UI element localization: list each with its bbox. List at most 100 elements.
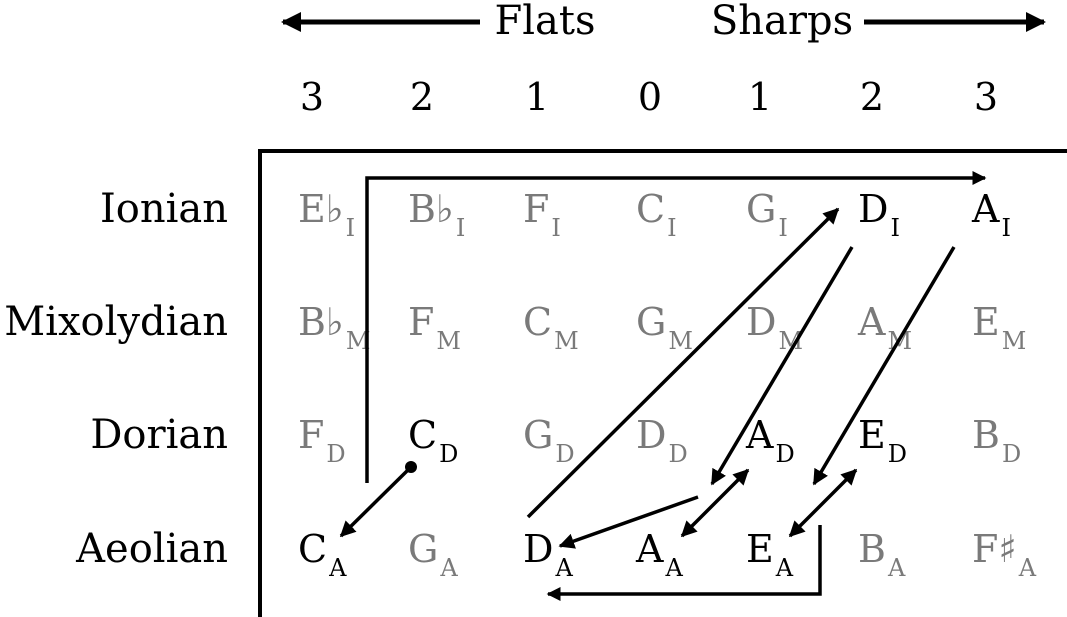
note-letter: A xyxy=(635,527,664,571)
note-letter: C xyxy=(636,187,665,231)
note-mode-subscript: I xyxy=(551,214,560,242)
note-mixolydian-0: B♭M xyxy=(298,300,370,355)
note-aeolian-4: EA xyxy=(746,527,794,582)
note-ionian-3: CI xyxy=(636,187,677,242)
column-count-2: 1 xyxy=(525,75,549,119)
note-ionian-4: GI xyxy=(746,187,788,242)
note-mode-subscript: A xyxy=(554,554,573,582)
note-letter: G xyxy=(408,527,438,571)
note-mode-subscript: I xyxy=(456,214,465,242)
note-letter: D xyxy=(858,187,888,231)
note-mixolydian-2: CM xyxy=(523,300,579,355)
connector-cd-to-ai xyxy=(365,171,987,483)
note-mode-subscript: A xyxy=(664,554,683,582)
note-letter: A xyxy=(857,300,886,344)
note-mode-subscript: D xyxy=(888,440,907,468)
note-mode-subscript: I xyxy=(890,214,899,242)
note-mode-subscript: M xyxy=(436,327,461,355)
note-dorian-3: DD xyxy=(636,413,688,468)
note-dorian-4: AD xyxy=(745,413,795,468)
note-mode-subscript: M xyxy=(554,327,579,355)
note-mode-subscript: I xyxy=(346,214,355,242)
note-mixolydian-1: FM xyxy=(408,300,461,355)
note-mode-subscript: D xyxy=(1002,440,1021,468)
column-counts: 3 2 1 0 1 2 3 xyxy=(300,75,998,119)
note-letter: F xyxy=(408,300,434,344)
note-mode-subscript: I xyxy=(667,214,676,242)
column-count-5: 2 xyxy=(860,75,884,119)
note-mixolydian-3: GM xyxy=(636,300,693,355)
note-ionian-1: B♭I xyxy=(408,187,465,242)
note-mode-subscript: D xyxy=(775,440,794,468)
note-ionian-2: FI xyxy=(523,187,561,242)
note-mode-subscript: A xyxy=(439,554,458,582)
mode-label-aeolian: Aeolian xyxy=(75,526,228,572)
note-letter: C xyxy=(523,300,552,344)
column-count-1: 2 xyxy=(410,75,434,119)
note-letter: F xyxy=(298,413,324,457)
note-mixolydian-5: AM xyxy=(857,300,912,355)
arrow-di-ad xyxy=(710,246,854,486)
note-ionian-0: E♭I xyxy=(298,187,355,242)
note-aeolian-0: CA xyxy=(298,527,347,582)
note-letter: C xyxy=(298,527,327,571)
connector-ea-to-da xyxy=(546,525,822,601)
note-mode-subscript: M xyxy=(668,327,693,355)
note-letter: B xyxy=(858,527,886,571)
note-mode-subscript: M xyxy=(1002,327,1027,355)
note-mixolydian-6: EM xyxy=(972,300,1026,355)
column-count-3: 0 xyxy=(638,75,662,119)
sharps-label: Sharps xyxy=(711,0,853,44)
note-letter: G xyxy=(746,187,776,231)
note-letter: F xyxy=(523,187,549,231)
note-mode-subscript: D xyxy=(555,440,574,468)
note-letter: F♯ xyxy=(972,527,1017,571)
note-letter: E xyxy=(972,300,1000,344)
note-letter: B♭ xyxy=(408,187,454,231)
note-letter: E xyxy=(746,527,774,571)
flats-label: Flats xyxy=(495,0,596,44)
mode-label-dorian: Dorian xyxy=(90,412,228,458)
column-count-0: 3 xyxy=(300,75,324,119)
note-aeolian-3: AA xyxy=(635,527,683,582)
note-letter: C xyxy=(408,413,437,457)
mode-label-mixolydian: Mixolydian xyxy=(4,299,228,345)
note-letter: D xyxy=(636,413,666,457)
note-letter: G xyxy=(523,413,553,457)
arrow-aa-ad xyxy=(680,468,750,538)
column-count-4: 1 xyxy=(748,75,772,119)
note-dorian-0: FD xyxy=(298,413,346,468)
column-count-6: 3 xyxy=(974,75,998,119)
arrow-to-da xyxy=(558,495,699,549)
note-dorian-1: CD xyxy=(408,413,458,468)
note-aeolian-2: DA xyxy=(523,527,573,582)
note-mixolydian-4: DM xyxy=(746,300,803,355)
note-ionian-5: DI xyxy=(858,187,900,242)
note-ionian-6: AI xyxy=(971,187,1011,242)
note-aeolian-6: F♯A xyxy=(972,527,1037,582)
note-mode-subscript: D xyxy=(668,440,687,468)
note-letter: E♭ xyxy=(298,187,344,231)
note-mode-subscript: A xyxy=(1018,554,1037,582)
note-mode-subscript: A xyxy=(775,554,794,582)
note-mode-subscript: I xyxy=(778,214,787,242)
arrow-ea-ed xyxy=(788,468,858,538)
note-mode-subscript: D xyxy=(326,440,345,468)
arrow-ca-cd xyxy=(339,467,411,538)
note-mode-subscript: A xyxy=(887,554,906,582)
note-aeolian-1: GA xyxy=(408,527,458,582)
note-dorian-2: GD xyxy=(523,413,575,468)
note-letter: A xyxy=(971,187,1000,231)
arrow-ai-ed xyxy=(812,246,956,486)
note-mode-subscript: I xyxy=(1001,214,1010,242)
note-dorian-5: ED xyxy=(858,413,907,468)
mode-label-ionian: Ionian xyxy=(100,186,228,232)
note-letter: B♭ xyxy=(298,300,344,344)
arrow-da-di xyxy=(526,207,840,519)
note-letter: D xyxy=(746,300,776,344)
note-mode-subscript: A xyxy=(328,554,347,582)
note-dorian-6: BD xyxy=(972,413,1021,468)
